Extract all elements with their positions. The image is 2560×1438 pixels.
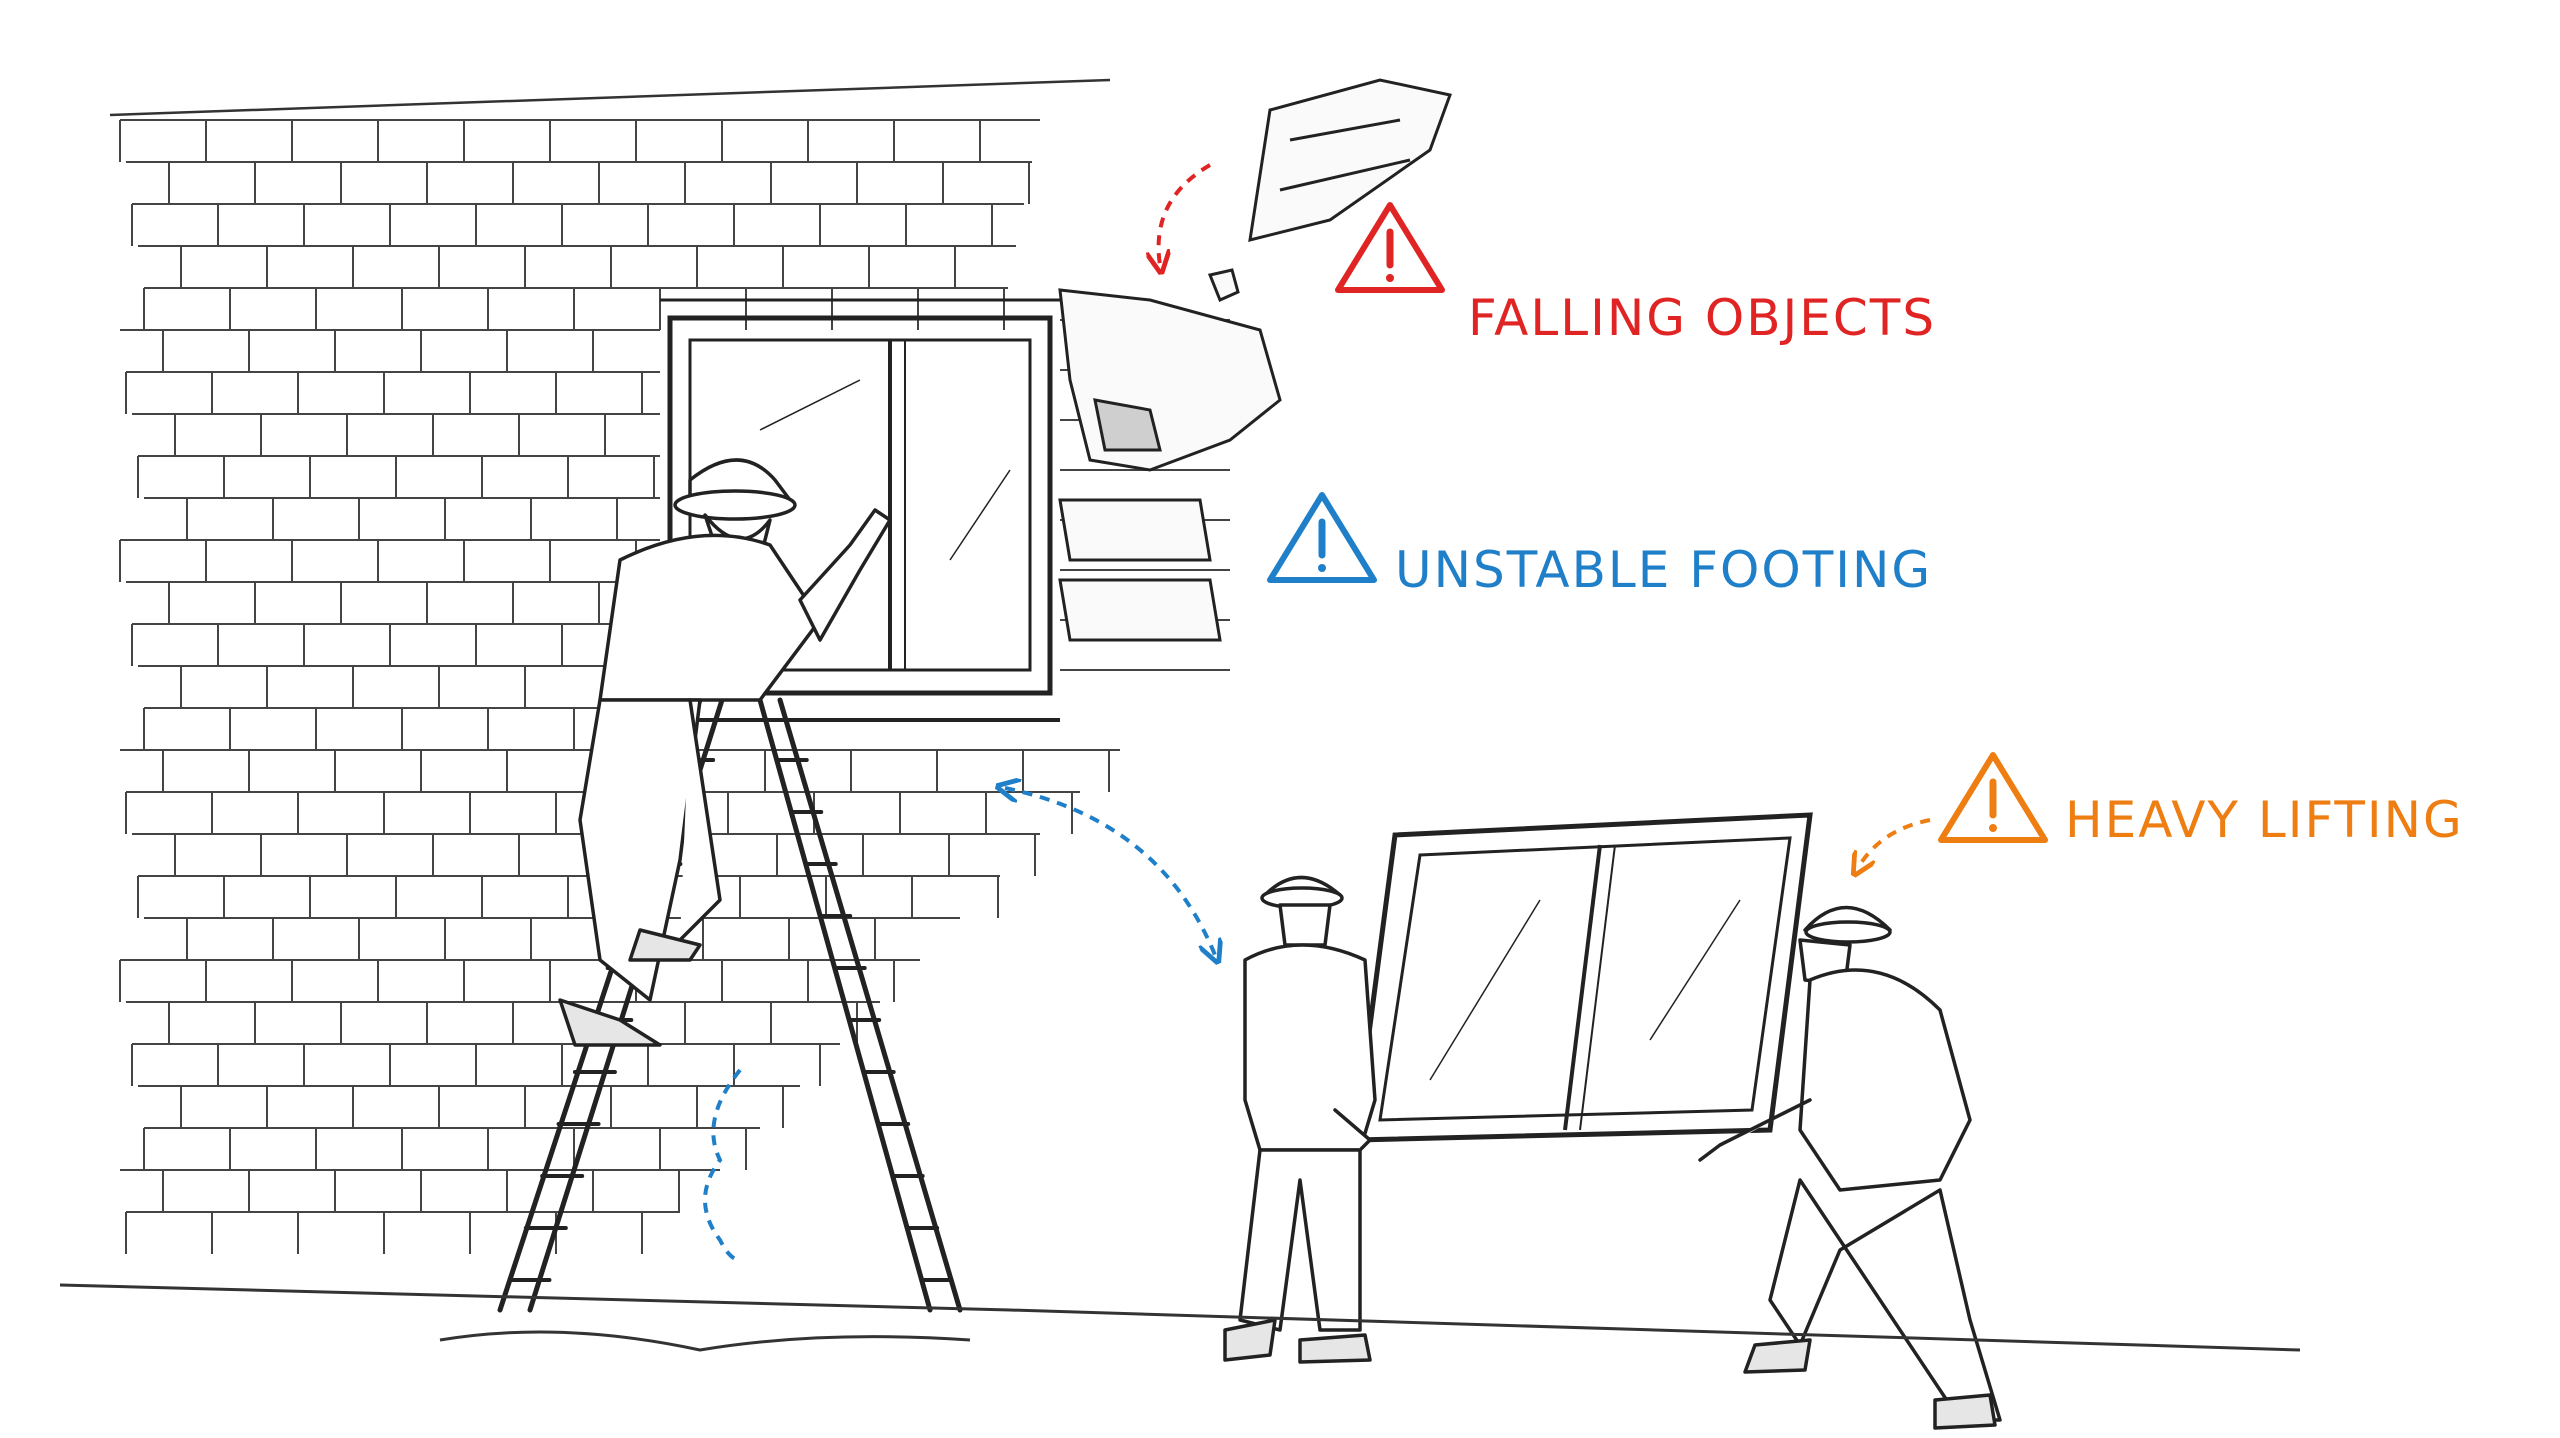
- falling-objects-arrow: [1159, 163, 1212, 265]
- falling-debris: [1058, 78, 1452, 642]
- brick-wall: [109, 78, 1111, 117]
- heavy-lifting-label: HEAVY LIFTING: [2065, 791, 2464, 849]
- falling-objects-warning-icon: [1335, 202, 1445, 293]
- falling-objects-label: FALLING OBJECTS: [1468, 289, 1937, 347]
- window-opening: [650, 298, 1060, 722]
- window-pane: [1352, 812, 1813, 1143]
- worker-carrier-left: [1223, 875, 1377, 1364]
- unstable-footing-warning-icon: [1267, 492, 1377, 583]
- worker-carrier-right: [1698, 905, 2002, 1430]
- unstable-footing-arrow: [1005, 788, 1215, 955]
- heavy-lifting-warning-icon: [1938, 752, 2048, 843]
- brick-pattern: [119, 119, 1230, 1254]
- unstable-footing-label: UNSTABLE FOOTING: [1395, 541, 1933, 599]
- ground-line: [59, 1283, 2301, 1352]
- heavy-lifting-arrow: [1858, 818, 1931, 868]
- footing-wobble-mark: [703, 1068, 742, 1262]
- worker-on-ladder: [558, 458, 892, 1047]
